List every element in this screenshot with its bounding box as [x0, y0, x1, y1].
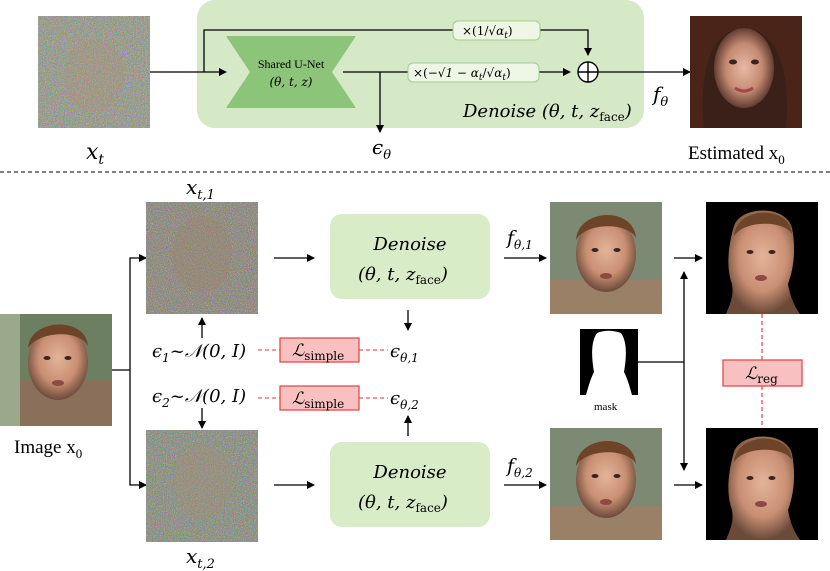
shared-unet-block	[226, 36, 356, 108]
unet-label-line1: Shared U-Net	[258, 57, 325, 71]
scale2-box	[407, 62, 540, 83]
skip-line	[203, 29, 592, 72]
sum-node	[577, 61, 599, 83]
loss-reg-box	[722, 359, 803, 387]
masked-output-1	[706, 202, 818, 314]
xt-label: xt	[86, 140, 104, 168]
noisy-image-xt2	[146, 430, 258, 542]
branch-up	[129, 254, 147, 370]
eps1-label: ϵ1~𝒩(0, I)	[152, 341, 246, 365]
eps-theta1-label: ϵθ,1	[390, 341, 419, 365]
eps-theta-label: ϵθ	[372, 135, 391, 163]
estimated-x0-label: Estimated x0	[688, 143, 785, 167]
output-image-f2	[550, 428, 662, 540]
loss-simple-label-1: ℒsimple	[292, 341, 344, 363]
eps2-label: ϵ2~𝒩(0, I)	[152, 386, 246, 410]
xt1-label: xt,1	[186, 175, 215, 203]
f-theta-label: fθ	[651, 82, 668, 110]
scale1-box	[452, 20, 541, 41]
loss-reg-label: ℒreg	[745, 364, 778, 386]
output-image-f1	[550, 202, 662, 314]
denoise-box-1	[330, 214, 490, 299]
unet-label-line2: (θ, t, z)	[270, 75, 313, 89]
mask-image	[580, 329, 638, 395]
f-theta2-label: fθ,2	[505, 455, 533, 480]
f-theta1-label: fθ,1	[505, 227, 533, 252]
estimated-x0-image	[690, 16, 802, 128]
image-x0-label: Image x0	[14, 437, 82, 461]
denoise1-line2: (θ, t, zface)	[358, 264, 448, 287]
denoise1-line1: Denoise	[372, 234, 446, 255]
input-image-x0	[0, 314, 112, 426]
scale1-text: ×(1/√αt)	[462, 24, 513, 41]
denoise-top-label: Denoise (θ, t, zface)	[462, 101, 632, 124]
mask-label: mask	[594, 401, 618, 413]
masked-output-2	[706, 428, 818, 540]
denoise2-line1: Denoise	[372, 462, 446, 483]
loss-simple-box-2	[279, 385, 360, 411]
loss-simple-label-2: ℒsimple	[292, 389, 344, 411]
scale2-text: ×(−√1 − αt/√αt)	[413, 66, 511, 83]
eps-theta2-label: ϵθ,2	[390, 388, 419, 412]
noisy-image-xt1	[146, 202, 258, 314]
noisy-image-xt	[38, 16, 150, 128]
branch-down	[129, 370, 147, 489]
denoise2-line2: (θ, t, zface)	[358, 492, 448, 515]
xt2-label: xt,2	[186, 544, 215, 571]
denoise-box-2	[330, 442, 490, 527]
loss-simple-box-1	[279, 337, 360, 363]
